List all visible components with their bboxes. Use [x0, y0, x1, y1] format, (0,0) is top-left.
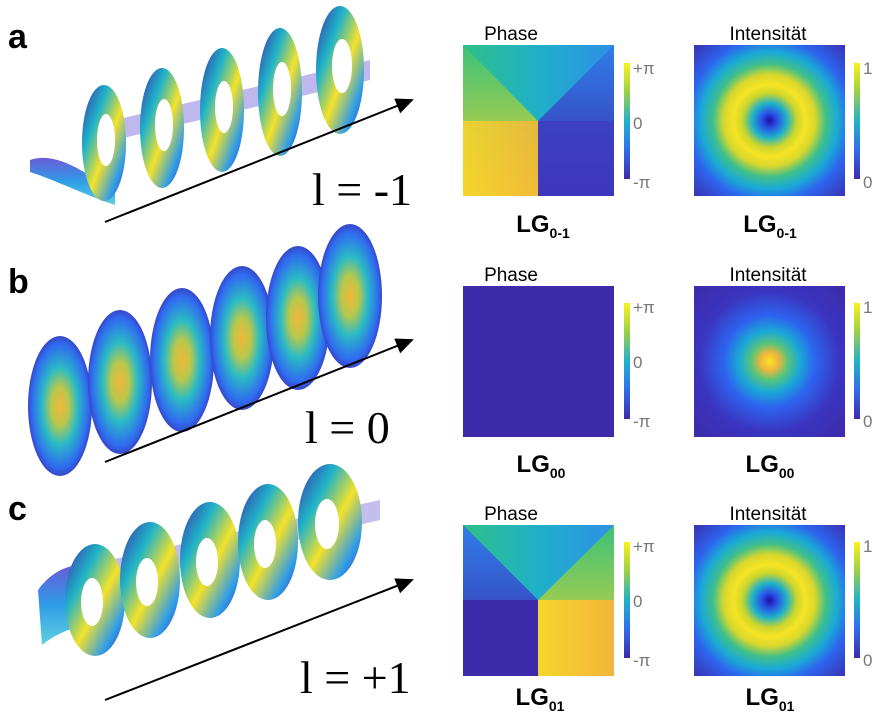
intensity-colorbar	[854, 303, 860, 419]
intensity-cb-min: 0	[863, 173, 872, 192]
wavefront-disc	[318, 224, 382, 368]
phase-colorbar	[624, 303, 630, 419]
panel-letter-c: c	[8, 490, 27, 528]
intensity-map	[694, 286, 845, 437]
wavefront-disc	[88, 310, 152, 454]
phase-title: Phase	[484, 504, 538, 525]
spiral-disc	[258, 28, 302, 156]
intensity-map	[694, 525, 845, 676]
intensity-cb-max: 1	[863, 537, 872, 556]
spiral-disc	[65, 544, 125, 656]
panel-letter-a: a	[8, 18, 28, 56]
phase-cb-max: +π	[633, 59, 655, 78]
phase-mode-label: LG00	[517, 451, 566, 481]
row-c: c l	[8, 464, 872, 714]
intensity-map	[694, 45, 845, 196]
intensity-colorbar	[854, 63, 860, 179]
formula: l = -1	[312, 164, 412, 215]
helix-plane	[28, 224, 414, 476]
phase-colorbar	[624, 63, 630, 179]
spiral-disc	[316, 6, 364, 134]
phase-mode-label: LG0-1	[516, 211, 570, 241]
phase-mode-label: LG01	[516, 684, 565, 714]
intensity-mode-label: LG0-1	[743, 211, 797, 241]
phase-map	[463, 45, 614, 196]
intensity-mode-label: LG01	[746, 684, 795, 714]
intensity-cb-min: 0	[863, 651, 872, 670]
spiral-disc	[298, 464, 362, 580]
phase-title: Phase	[484, 265, 538, 286]
row-b: b l = 0 Phase +π 0 -π LG00 Intensität 1 …	[8, 224, 872, 481]
propagation-arrow	[104, 578, 414, 701]
intensity-cb-min: 0	[863, 412, 872, 431]
spiral-disc	[140, 68, 184, 188]
phase-cb-min: -π	[633, 173, 650, 192]
intensity-mode-label: LG00	[746, 451, 795, 481]
intensity-cb-max: 1	[863, 59, 872, 78]
phase-cb-min: -π	[633, 412, 650, 431]
wavefront-disc	[266, 246, 330, 390]
formula: l = +1	[300, 652, 411, 703]
phase-map	[463, 286, 614, 437]
formula: l = 0	[305, 402, 390, 453]
panel-letter-b: b	[8, 263, 29, 301]
spiral-disc	[200, 48, 244, 172]
row-a: a	[8, 6, 872, 241]
intensity-title: Intensität	[729, 24, 807, 45]
phase-colorbar	[624, 542, 630, 658]
phase-title: Phase	[484, 24, 538, 45]
wavefront-disc	[210, 266, 274, 410]
propagation-arrow	[104, 98, 414, 223]
spiral-disc	[180, 502, 240, 618]
intensity-title: Intensität	[729, 265, 807, 286]
phase-cb-mid: 0	[633, 114, 642, 133]
phase-cb-mid: 0	[633, 353, 642, 372]
phase-cb-max: +π	[633, 298, 655, 317]
wavefront-disc	[28, 336, 92, 476]
propagation-arrow	[104, 338, 414, 463]
intensity-title: Intensität	[729, 504, 807, 525]
helix-left-handed	[30, 6, 414, 223]
wavefront-disc	[150, 288, 214, 432]
spiral-disc	[82, 85, 126, 201]
phase-cb-mid: 0	[633, 592, 642, 611]
intensity-colorbar	[854, 542, 860, 658]
phase-cb-max: +π	[633, 537, 655, 556]
spiral-disc	[238, 484, 298, 600]
helix-right-handed	[38, 464, 414, 701]
intensity-cb-max: 1	[863, 298, 872, 317]
phase-map	[463, 525, 614, 676]
phase-cb-min: -π	[633, 651, 650, 670]
spiral-disc	[120, 522, 180, 638]
